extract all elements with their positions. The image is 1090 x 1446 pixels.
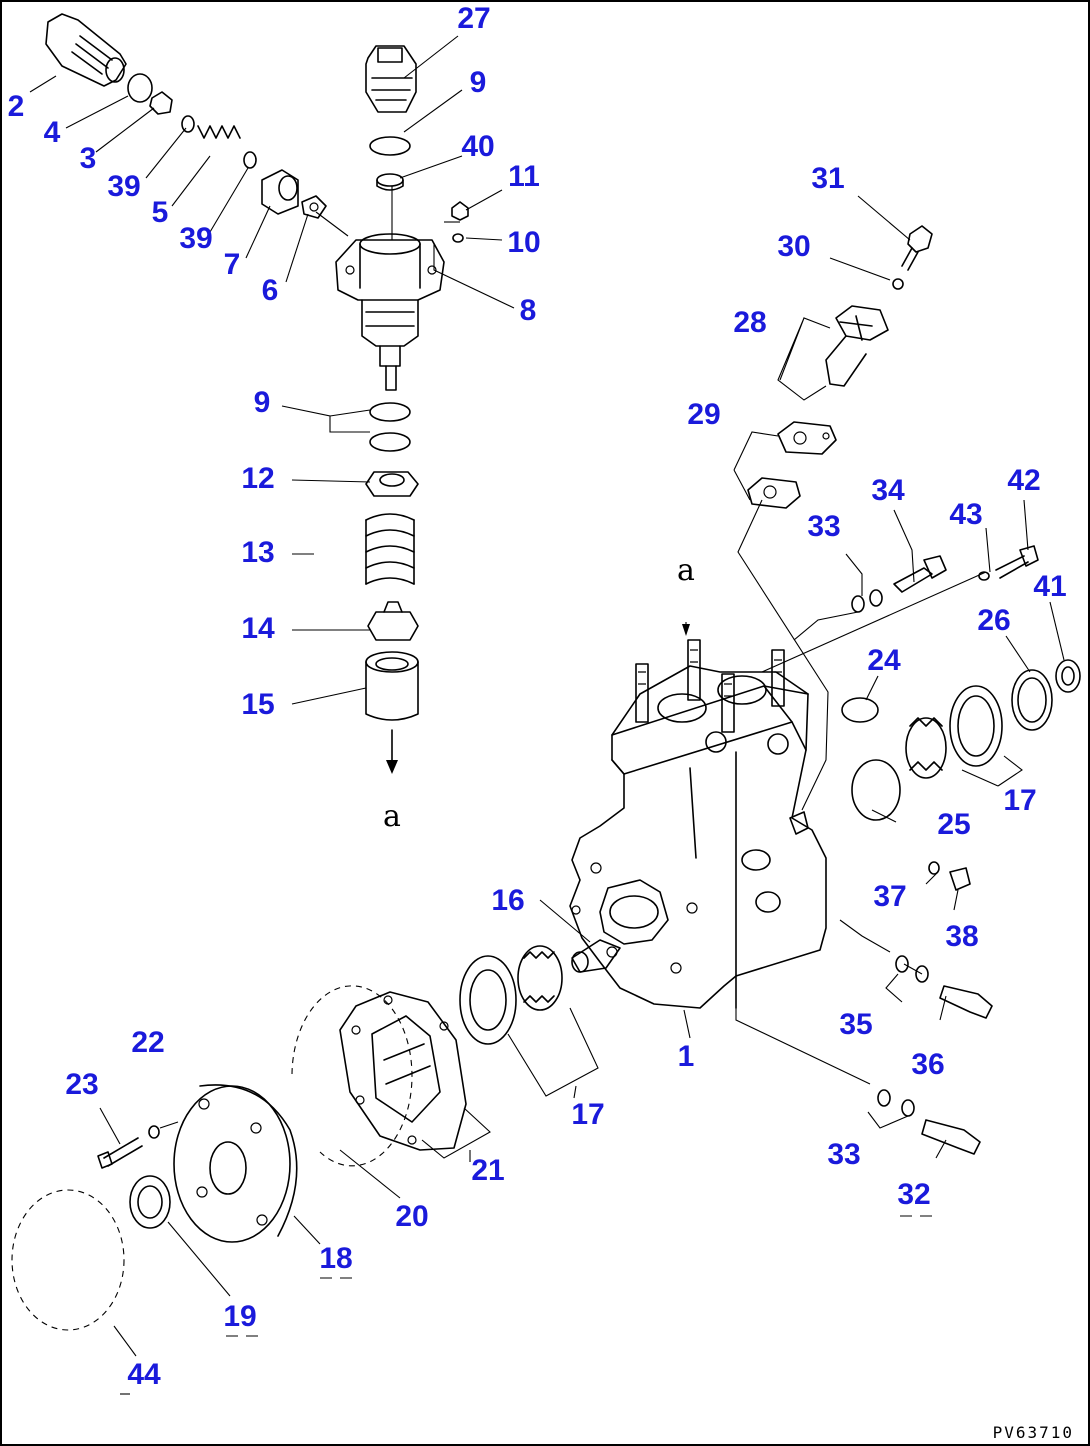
callout-11: 11	[508, 160, 540, 193]
callout-39-second: 39	[179, 222, 212, 255]
callout-4: 4	[44, 116, 61, 149]
part-2-valve-holder	[45, 13, 127, 87]
view-arrow-head-lower	[386, 760, 398, 774]
part-9-o-ring-lower-a	[369, 402, 411, 422]
part-14-lower-seat	[367, 601, 419, 641]
part-9-o-ring-top	[369, 136, 411, 156]
callout-41: 41	[1033, 570, 1066, 603]
callout-20: 20	[395, 1200, 428, 1233]
part-18-cover	[173, 1084, 298, 1243]
callout-28: 28	[733, 306, 766, 339]
callout-25: 25	[937, 808, 970, 841]
part-31-bolt	[901, 225, 933, 271]
callout-21: 21	[471, 1154, 504, 1187]
part-28-sensor	[825, 305, 889, 387]
part-35-washers	[895, 955, 929, 983]
callout-2: 2	[8, 90, 25, 123]
part-29-flange-set	[747, 421, 837, 509]
part-39-ring-second	[243, 151, 257, 169]
part-13-plunger-spring	[365, 513, 415, 585]
part-41-nut	[1055, 659, 1081, 693]
callout-7: 7	[224, 248, 241, 281]
callout-10: 10	[507, 226, 540, 259]
part-30-washer	[892, 278, 904, 290]
callout-42: 42	[1007, 464, 1040, 497]
part-17-bearing-upper	[905, 685, 1003, 779]
callout-34: 34	[871, 474, 905, 507]
callout-26: 26	[977, 604, 1010, 637]
part-11-nut	[451, 201, 469, 221]
callout-18: 18	[319, 1242, 352, 1275]
callout-32: 32	[897, 1178, 930, 1211]
part-19-oil-seal	[129, 1175, 171, 1229]
callout-3: 3	[80, 142, 97, 175]
part-40-seal	[376, 173, 404, 191]
part-17-bearing-lower	[459, 945, 563, 1045]
callout-37: 37	[873, 880, 906, 913]
part-7-stopper	[261, 169, 299, 215]
callout-24: 24	[867, 644, 901, 677]
callout-14: 14	[241, 612, 275, 645]
callout-15: 15	[241, 688, 274, 721]
callout-23: 23	[65, 1068, 98, 1101]
leader-lines	[29, 35, 1065, 1395]
part-12-upper-seat	[365, 471, 419, 497]
callout-19: 19	[223, 1300, 256, 1333]
part-27-cap	[365, 45, 417, 113]
callout-44: 44	[127, 1358, 161, 1391]
view-mark-a-lower: a	[383, 799, 401, 834]
callout-33-upper: 33	[807, 510, 840, 543]
drawing-code: PV63710	[993, 1423, 1074, 1442]
part-10-washer	[452, 233, 464, 243]
part-8-plunger-barrel	[335, 233, 445, 391]
callout-38: 38	[945, 920, 978, 953]
callout-5: 5	[152, 196, 169, 229]
part-9-o-ring-lower-b	[369, 432, 411, 452]
callout-6: 6	[262, 274, 279, 307]
part-16-shaft	[571, 939, 621, 973]
part-24-plug	[841, 697, 879, 723]
part-21-cover-plate	[339, 991, 467, 1151]
part-39-ring	[181, 115, 195, 133]
callout-17-upper: 17	[1003, 784, 1036, 817]
part-36-eye-bolt	[939, 985, 993, 1019]
part-20-gasket	[291, 985, 413, 1167]
callout-36: 36	[911, 1048, 944, 1081]
part-15-tappet	[365, 651, 419, 721]
part-23-bolt-washer	[97, 1125, 160, 1169]
callout-29: 29	[687, 398, 720, 431]
callout-8: 8	[520, 294, 537, 327]
callout-35: 35	[839, 1008, 872, 1041]
callout-39-first: 39	[107, 170, 140, 203]
part-6-washer	[301, 195, 327, 219]
view-mark-a-upper: a	[677, 553, 695, 588]
part-43-washer	[978, 571, 990, 581]
callout-9-lower: 9	[254, 386, 271, 419]
callout-9-top: 9	[470, 66, 487, 99]
part-32-eye-bolt	[921, 1119, 981, 1155]
part-26-seal	[1011, 669, 1053, 731]
part-37-washer-38-plug	[928, 861, 971, 891]
part-42-bolt	[995, 545, 1039, 579]
callout-33-lower: 33	[827, 1138, 860, 1171]
callout-12: 12	[241, 462, 274, 495]
part-1-pump-housing	[569, 639, 827, 1009]
part-44-o-ring	[11, 1189, 125, 1331]
callout-27: 27	[457, 2, 490, 35]
callout-1: 1	[678, 1040, 695, 1073]
callout-31: 31	[811, 162, 844, 195]
callout-13: 13	[241, 536, 274, 569]
part-25-o-ring	[851, 759, 901, 821]
callout-17-lower: 17	[571, 1098, 604, 1131]
part-3-valve	[149, 91, 173, 115]
callout-40: 40	[461, 130, 494, 163]
part-4-o-ring	[127, 73, 153, 103]
part-5-spring	[197, 125, 241, 139]
callout-labels: 27 9 40 11 10 8 2 4 3 39 5 39 7 6 9 12 1…	[8, 2, 1067, 1391]
callout-16: 16	[491, 884, 524, 917]
callout-22: 22	[131, 1026, 164, 1059]
callout-43: 43	[949, 498, 982, 531]
callout-30: 30	[777, 230, 810, 263]
